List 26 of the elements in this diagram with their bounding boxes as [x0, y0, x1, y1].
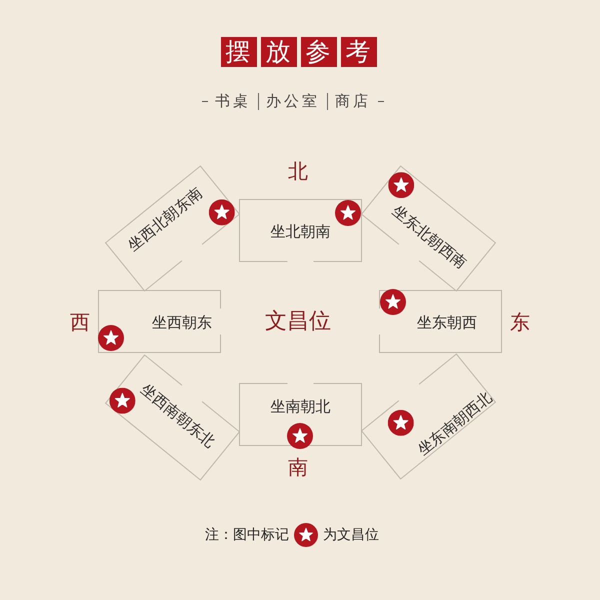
subtitle-text: 书桌 — [215, 91, 251, 111]
orientation-box — [104, 164, 240, 292]
compass-label: 南 — [288, 455, 308, 479]
orientation-box — [98, 290, 220, 352]
subtitle-text: 商店 — [335, 91, 371, 111]
orientation-text: 坐南朝北 — [270, 399, 330, 414]
orientation-box — [360, 352, 496, 480]
orientation-text: 坐西南朝东北 — [138, 380, 218, 450]
center-label: 文昌位 — [265, 309, 331, 335]
compass-label: 北 — [288, 159, 308, 183]
note-text: 为文昌位 — [323, 526, 379, 545]
orientation-text: 坐西朝东 — [152, 316, 212, 330]
orientation-box — [360, 164, 496, 292]
orientation-text: 坐东朝西 — [417, 316, 477, 330]
compass-label: 东 — [510, 310, 530, 334]
compass-label: 西 — [70, 310, 90, 334]
orientation-text: 坐东北朝西南 — [389, 202, 469, 271]
orientation-box — [378, 290, 502, 352]
orientation-box — [104, 354, 240, 480]
orientation-text: 坐东南朝西北 — [414, 388, 494, 458]
orientation-box — [239, 198, 362, 262]
orientation-box — [239, 383, 362, 446]
orientation-text: 坐西北朝东南 — [124, 184, 204, 253]
orientation-text: 坐北朝南 — [270, 224, 330, 240]
subtitle-text: 办公室 — [266, 91, 320, 111]
note-text: 注：图中标记 — [205, 526, 289, 545]
